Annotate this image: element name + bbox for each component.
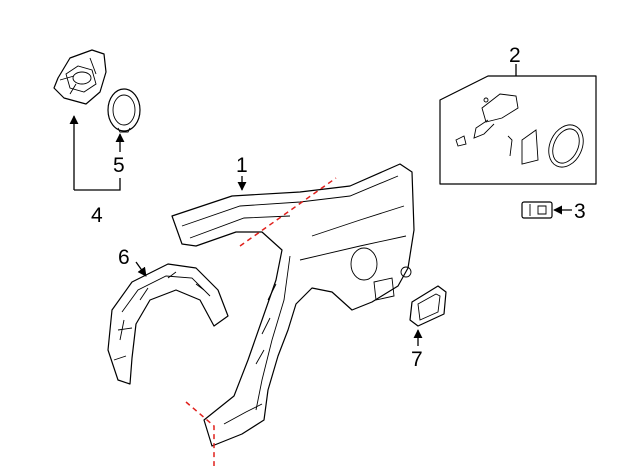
fuel-door-clip[interactable] xyxy=(521,201,553,219)
callout-5: 5 xyxy=(113,154,125,177)
callout-2: 2 xyxy=(509,44,521,67)
fuel-door-assembly[interactable] xyxy=(439,75,597,185)
filler-seal-ring[interactable] xyxy=(107,88,141,133)
leader-6 xyxy=(135,261,147,277)
callout-7: 7 xyxy=(411,348,423,371)
leader-4-bracket xyxy=(74,178,121,191)
cut-line-upper xyxy=(239,177,337,247)
callout-4: 4 xyxy=(91,204,103,227)
fuel-door[interactable] xyxy=(409,285,447,327)
fuel-filler-housing[interactable] xyxy=(53,49,107,105)
wheel-well-liner[interactable] xyxy=(107,263,229,385)
callout-6: 6 xyxy=(118,246,130,269)
quarter-panel[interactable] xyxy=(171,163,415,447)
cut-line-lower xyxy=(185,401,215,466)
callout-3: 3 xyxy=(574,200,586,223)
callout-1: 1 xyxy=(236,154,248,177)
